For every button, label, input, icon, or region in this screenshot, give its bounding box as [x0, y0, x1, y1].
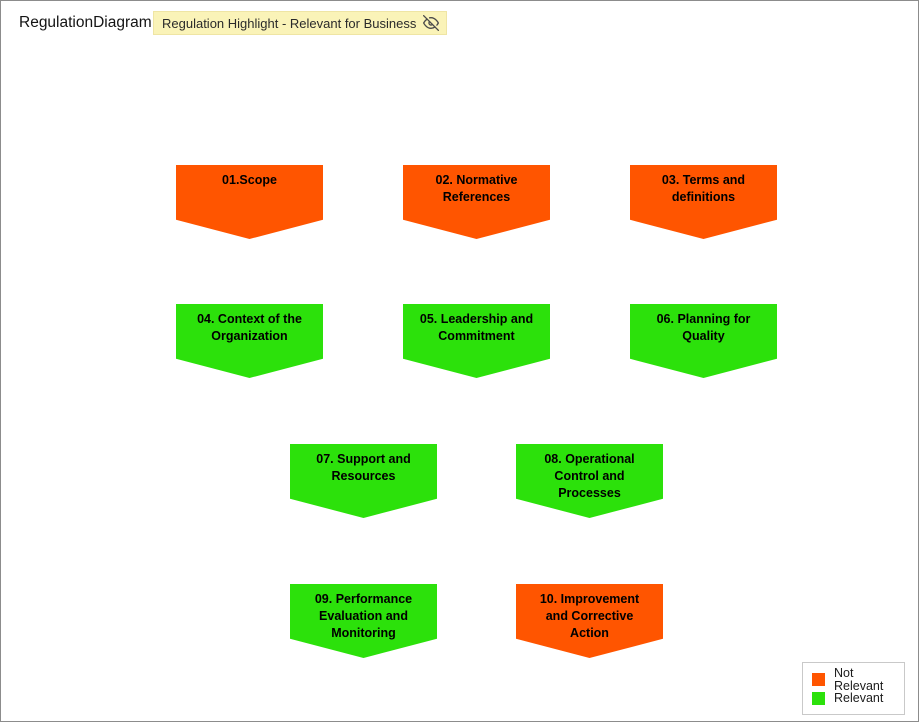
highlight-badge-label: Regulation Highlight - Relevant for Busi…: [162, 15, 417, 31]
legend-label: Not Relevant: [834, 665, 884, 693]
legend-swatch-not-relevant: [812, 673, 825, 686]
regulation-step-03[interactable]: 03. Terms and definitions: [630, 165, 777, 239]
regulation-step-07[interactable]: 07. Support and Resources: [290, 444, 437, 518]
regulation-step-label: 08. Operational Control and Processes: [544, 452, 635, 500]
legend-item-relevant: Relevant: [812, 689, 904, 708]
regulation-step-label: 10. Improvement and Corrective Action: [539, 592, 640, 640]
regulation-step-label: 04. Context of the Organization: [197, 312, 302, 343]
regulation-step-label: 09. Performance Evaluation and Monitorin…: [314, 592, 413, 640]
regulation-step-05[interactable]: 05. Leadership and Commitment: [403, 304, 550, 378]
eye-off-icon[interactable]: [423, 15, 440, 31]
regulation-step-06[interactable]: 06. Planning for Quality: [630, 304, 777, 378]
legend-label: Relevant: [834, 691, 884, 705]
regulation-step-label: 07. Support and Resources: [316, 452, 411, 483]
page-title: RegulationDiagram: [19, 14, 152, 31]
regulation-step-label: 05. Leadership and Commitment: [419, 312, 534, 343]
legend-item-not-relevant: Not Relevant: [812, 666, 904, 692]
regulation-step-09[interactable]: 09. Performance Evaluation and Monitorin…: [290, 584, 437, 658]
regulation-step-label: 03. Terms and definitions: [661, 173, 746, 204]
regulation-step-label: 06. Planning for Quality: [656, 312, 751, 343]
regulation-step-label: 01.Scope: [222, 173, 277, 187]
regulation-step-08[interactable]: 08. Operational Control and Processes: [516, 444, 663, 518]
regulation-step-04[interactable]: 04. Context of the Organization: [176, 304, 323, 378]
regulation-step-01[interactable]: 01.Scope: [176, 165, 323, 239]
regulation-step-label: 02. Normative References: [435, 173, 518, 204]
highlight-badge[interactable]: Regulation Highlight - Relevant for Busi…: [153, 11, 448, 35]
legend-swatch-relevant: [812, 692, 825, 705]
regulation-step-02[interactable]: 02. Normative References: [403, 165, 550, 239]
regulation-step-10[interactable]: 10. Improvement and Corrective Action: [516, 584, 663, 658]
legend: Not Relevant Relevant: [802, 662, 905, 715]
